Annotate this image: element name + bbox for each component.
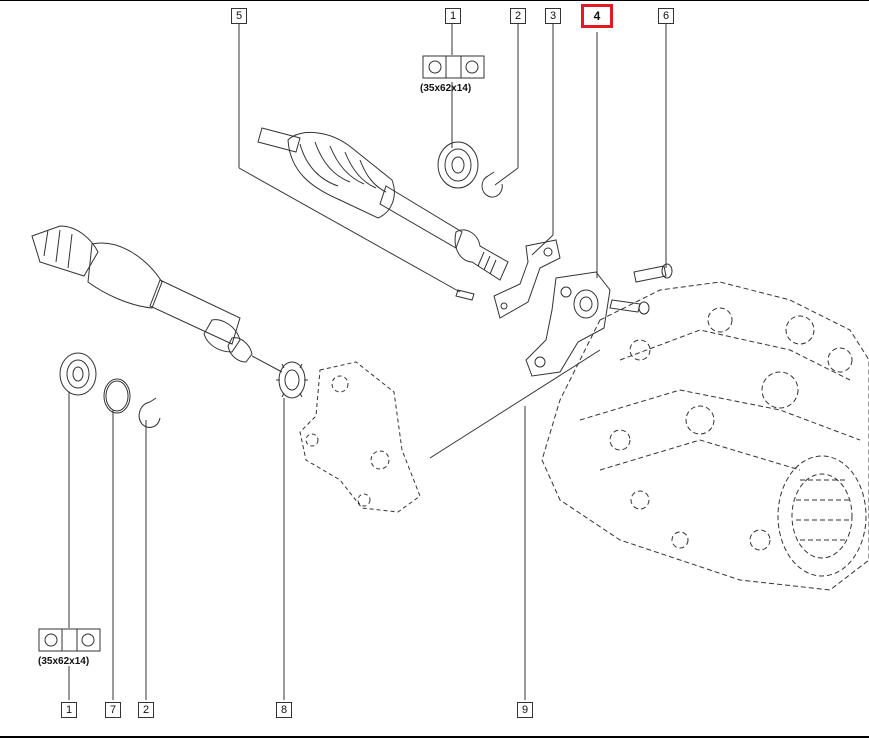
callout-2-bottom: 2 <box>138 702 154 718</box>
callout-2-top: 2 <box>510 8 526 24</box>
callout-6: 6 <box>658 8 674 24</box>
callout-8: 8 <box>276 702 292 718</box>
intermediate-housing <box>299 361 421 513</box>
bearing-dimension-top: (35x62x14) <box>420 83 472 94</box>
bracket-plate <box>493 239 561 319</box>
lower-drive-shaft <box>31 225 283 373</box>
leader-lines <box>68 24 667 700</box>
bearing-symbol-bottom <box>38 628 101 652</box>
gearbox-bell-housing <box>777 455 867 577</box>
callout-9: 9 <box>517 702 533 718</box>
seal-ring <box>276 361 308 399</box>
bearing-bottom <box>59 352 97 396</box>
callout-7: 7 <box>105 702 121 718</box>
callout-5: 5 <box>231 8 247 24</box>
bearing-dimension-bottom: (35x62x14) <box>38 656 90 667</box>
frame-top-line <box>0 0 869 1</box>
o-ring <box>103 378 131 414</box>
callout-1-bottom: 1 <box>61 702 77 718</box>
bearing-support <box>525 271 611 377</box>
callout-4-highlighted: 4 <box>581 4 613 28</box>
upper-drive-shaft <box>257 127 509 281</box>
bearing-symbol-top <box>422 55 485 79</box>
callout-1-top: 1 <box>445 8 461 24</box>
callout-3: 3 <box>545 8 561 24</box>
bolts <box>455 263 673 315</box>
circlip-bottom <box>138 397 161 428</box>
frame-bottom-line <box>0 736 869 738</box>
bearing-top <box>437 141 479 189</box>
gearbox-housing <box>541 281 869 591</box>
circlip-top <box>481 171 503 198</box>
